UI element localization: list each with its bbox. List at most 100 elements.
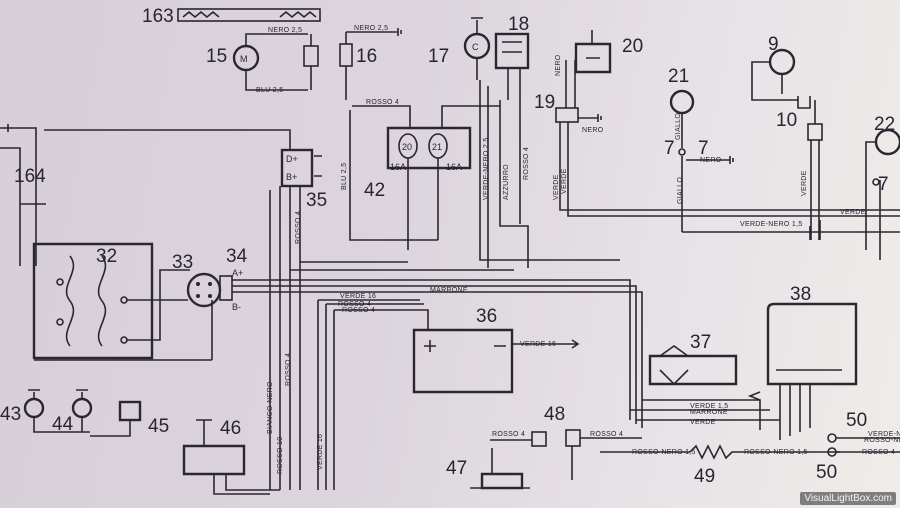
component-number-32: 32 <box>96 246 117 267</box>
component-20 <box>574 30 612 74</box>
terminal-label: A+ <box>232 268 243 278</box>
component-36 <box>412 328 580 394</box>
component-49 <box>600 444 840 460</box>
component-number-45: 45 <box>148 416 169 437</box>
wire-label: ROSSO-NERO <box>864 437 900 444</box>
terminal-label: D+ <box>286 154 298 164</box>
component-number-33: 33 <box>172 252 193 273</box>
terminal-label: B+ <box>286 172 297 182</box>
terminal-label: 16A <box>446 162 462 172</box>
terminal-label: 21 <box>432 142 442 152</box>
wire-label: ROSSO 4 <box>295 211 302 244</box>
component-number-48: 48 <box>544 404 565 425</box>
wire-label: VERDE <box>561 168 568 194</box>
component-number-42: 42 <box>364 180 385 201</box>
component-45 <box>90 400 142 437</box>
wire-label: VERDE 1,5 <box>690 403 729 410</box>
component-17: C <box>463 17 491 80</box>
wire-label: AZZURRO <box>503 164 510 200</box>
component-number-44: 44 <box>52 414 74 435</box>
component-42 <box>352 105 500 250</box>
component-number-7: 7 <box>878 174 889 195</box>
component-43 <box>23 389 90 433</box>
wire-label: VERDE-NERO 1,5 <box>740 221 803 228</box>
component-9-lamp <box>751 48 811 109</box>
wire-label: VERDE <box>801 170 808 196</box>
wire-label: ROSSO 4 <box>285 353 292 386</box>
wire-label: ROSSO 4 <box>862 449 895 456</box>
wire-label: VERDE <box>690 419 716 426</box>
wire-label: VERDE 16 <box>317 434 324 470</box>
wire-label: ROSSO-NERO 1,5 <box>632 449 696 456</box>
component-number-9: 9 <box>768 34 779 55</box>
wire-label: ROSSO 4 <box>342 307 375 314</box>
terminal-label: 20 <box>402 142 412 152</box>
component-number-7: 7 <box>698 138 709 159</box>
wire-label: NERO 2,5 <box>268 27 302 34</box>
component-number-17: 17 <box>428 46 449 67</box>
component-22 <box>865 128 900 260</box>
wire-label: GIALLO <box>675 113 682 140</box>
wire-label: MARRONE <box>690 409 728 416</box>
main-harness <box>232 80 900 490</box>
component-number-49: 49 <box>694 466 715 487</box>
component-10 <box>807 100 823 240</box>
wire-label: ROSSO-NERO 1,5 <box>744 449 808 456</box>
component-163 <box>177 8 321 22</box>
wire-label: VERDE-NERO 2,5 <box>483 137 490 200</box>
svg-text:C: C <box>472 42 479 52</box>
wire-label: VERDE 16 <box>340 293 376 300</box>
component-number-35: 35 <box>306 190 327 211</box>
wire-label: VERDE 16 <box>520 341 556 348</box>
component-number-21: 21 <box>668 66 689 87</box>
component-46 <box>182 419 280 495</box>
component-number-18: 18 <box>508 14 529 35</box>
component-15-motor: M <box>232 33 319 91</box>
component-34 <box>211 275 233 360</box>
wire-label: BLU 2,5 <box>256 87 283 94</box>
wire-label: NERO <box>700 157 722 164</box>
component-37 <box>630 345 780 430</box>
wire-label: VERDE-NERO <box>868 431 900 438</box>
svg-text:M: M <box>240 54 248 64</box>
component-32 <box>32 242 154 360</box>
component-number-36: 36 <box>476 306 497 327</box>
terminal-label: B- <box>232 302 241 312</box>
component-number-163: 163 <box>142 6 174 27</box>
component-number-50: 50 <box>816 462 837 483</box>
component-19 <box>555 60 602 123</box>
component-number-19: 19 <box>534 92 555 113</box>
wire-label: VERDE <box>840 209 866 216</box>
component-21 <box>669 89 734 232</box>
component-number-20: 20 <box>622 36 643 57</box>
component-number-164: 164 <box>14 166 46 187</box>
watermark-credit: VisualLightBox.com <box>800 492 896 505</box>
component-35 <box>280 148 322 270</box>
wire-label: ROSSO 4 <box>492 431 525 438</box>
component-50 <box>827 433 900 457</box>
component-number-46: 46 <box>220 418 241 439</box>
component-18 <box>494 32 530 100</box>
component-number-34: 34 <box>226 246 248 267</box>
component-number-15: 15 <box>206 46 227 67</box>
wire-label: GIALLO <box>677 177 684 204</box>
wire-label: ROSSO 4 <box>523 147 530 180</box>
component-number-16: 16 <box>356 46 377 67</box>
component-16-fuse <box>339 28 402 100</box>
wire-label: ROSSO 4 <box>590 431 623 438</box>
wire-label: ROSSO 4 <box>338 301 371 308</box>
wire-label: NERO 2,5 <box>354 25 388 32</box>
component-number-47: 47 <box>446 458 467 479</box>
component-48 <box>490 429 642 480</box>
wire-label: ROSSO 4 <box>366 99 399 106</box>
component-number-10: 10 <box>776 110 797 131</box>
wire-label: NERO <box>555 54 562 76</box>
component-number-50: 50 <box>846 410 867 431</box>
terminal-label: 16A <box>390 162 406 172</box>
wire-label: BLU 2,5 <box>341 163 348 190</box>
component-number-38: 38 <box>790 284 811 305</box>
